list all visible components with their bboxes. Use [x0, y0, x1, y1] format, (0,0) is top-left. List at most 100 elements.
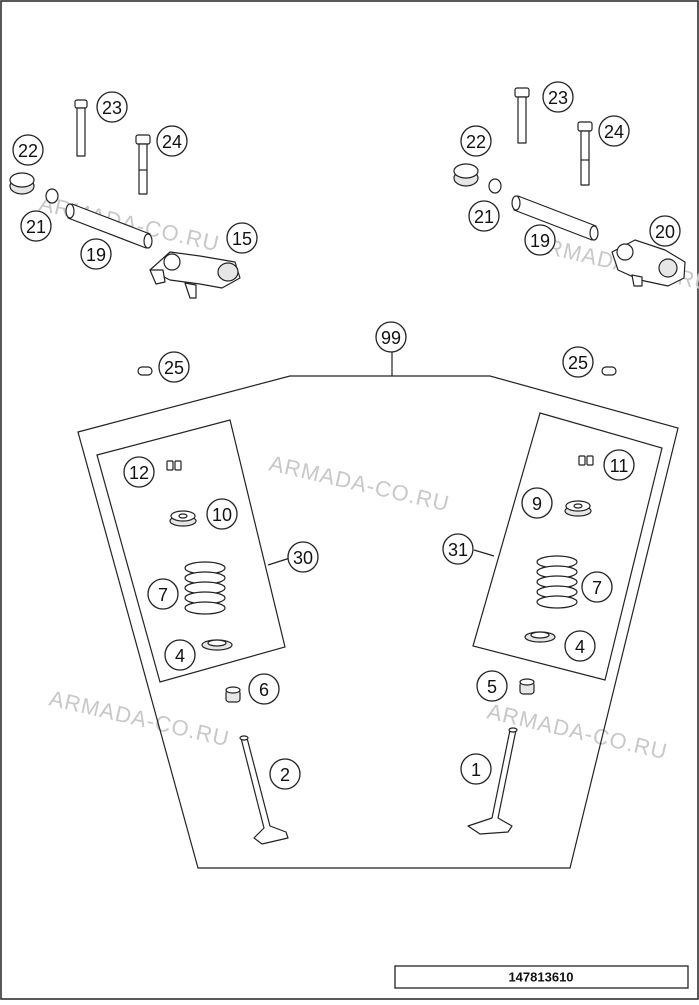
exhaust-valve-2 [239, 735, 289, 845]
callout-23-right: 23 [542, 81, 574, 113]
valve-stem-seal-5 [519, 678, 535, 695]
valve-stem-seal-6 [225, 686, 241, 703]
valve-spring-7-right [536, 555, 578, 609]
bolt-23-right [514, 87, 530, 144]
spring-retainer-10 [169, 510, 197, 527]
callout-31: 31 [442, 533, 474, 565]
callout-23-left: 23 [96, 91, 128, 123]
callout-4-right: 4 [564, 630, 596, 662]
spring-seat-4-right [524, 631, 556, 643]
assembly-31-outline [472, 412, 663, 681]
callout-30: 30 [287, 541, 319, 573]
plug-22-right [453, 163, 479, 187]
bolt-24-left [135, 134, 151, 195]
callout-11: 11 [603, 449, 635, 481]
callout-22-right: 22 [460, 125, 492, 157]
callout-label: 25 [568, 353, 588, 373]
callout-22-left: 22 [12, 134, 44, 166]
callout-24-right: 24 [598, 115, 630, 147]
callout-24-left: 24 [156, 125, 188, 157]
callout-15: 15 [226, 222, 258, 254]
watermark: ARMADA-CO.RU [267, 451, 452, 517]
callout-9: 9 [521, 487, 553, 519]
callout-label: 25 [164, 358, 184, 378]
callout-label: 4 [575, 637, 585, 657]
callout-label: 20 [655, 222, 675, 242]
left-rocker-group [9, 99, 241, 299]
dowel-25-left [137, 366, 153, 376]
callout-label: 7 [158, 585, 168, 605]
right-rocker-group [453, 87, 686, 287]
bolt-24-right [577, 121, 593, 186]
callout-label: 1 [471, 760, 481, 780]
bolt-23-left [74, 99, 88, 157]
callout-21-left: 21 [20, 210, 52, 242]
callout-19-left: 19 [80, 238, 112, 270]
dowel-25-right [601, 366, 617, 376]
callout-label: 6 [259, 680, 269, 700]
callout-label: 99 [381, 328, 401, 348]
rocker-arm-15 [149, 251, 241, 299]
callout-5: 5 [476, 670, 508, 702]
callout-25-right: 25 [562, 346, 594, 378]
callout-19-right: 19 [524, 224, 556, 256]
callout-label: 2 [280, 765, 290, 785]
callouts: 23 24 22 21 19 15 23 24 22 21 19 20 99 2… [12, 81, 681, 790]
callout-label: 31 [448, 540, 468, 560]
callout-label: 12 [129, 463, 149, 483]
callout-7-right: 7 [581, 571, 613, 603]
callout-4-left: 4 [164, 639, 196, 671]
assembly-99-outline [77, 375, 679, 869]
o-ring-21-left [45, 188, 59, 204]
callout-10: 10 [206, 498, 238, 530]
callout-21-right: 21 [468, 200, 500, 232]
callout-label: 4 [175, 646, 185, 666]
callout-label: 21 [26, 217, 46, 237]
callout-20: 20 [649, 215, 681, 247]
o-ring-21-right [488, 178, 502, 194]
spring-retainer-9 [564, 500, 592, 517]
callout-12: 12 [123, 456, 155, 488]
callout-label: 7 [592, 578, 602, 598]
callout-label: 19 [86, 245, 106, 265]
valve-spring-7-left [184, 561, 226, 615]
callout-25-left: 25 [158, 351, 190, 383]
watermark: ARMADA-CO.RU [47, 686, 232, 752]
callout-label: 19 [530, 231, 550, 251]
document-number: 147813610 [508, 970, 573, 985]
callout-label: 22 [18, 141, 38, 161]
callout-label: 9 [532, 494, 542, 514]
rocker-shaft-19-left [65, 203, 153, 249]
rocker-arm-20 [611, 239, 686, 287]
intake-valve-1 [467, 727, 518, 835]
callout-label: 5 [487, 677, 497, 697]
callout-label: 30 [293, 548, 313, 568]
callout-label: 21 [474, 207, 494, 227]
callout-label: 24 [162, 132, 182, 152]
spring-seat-4-left [201, 639, 233, 651]
callout-label: 24 [604, 122, 624, 142]
leader-31 [473, 549, 495, 557]
valve-keepers-11 [578, 455, 594, 466]
callout-1: 1 [460, 753, 492, 785]
callout-label: 23 [548, 88, 568, 108]
rocker-shaft-19-right [511, 195, 599, 241]
document-number-box: 147813610 [394, 965, 689, 989]
callout-label: 11 [610, 456, 629, 476]
callout-99: 99 [375, 321, 407, 353]
callout-label: 10 [212, 505, 232, 525]
watermark: ARMADA-CO.RU [37, 191, 222, 257]
callout-label: 22 [466, 132, 486, 152]
leader-30 [267, 557, 291, 566]
callout-2: 2 [269, 758, 301, 790]
plug-22-left [9, 172, 35, 195]
valve-keepers-12 [166, 460, 182, 471]
callout-label: 15 [232, 229, 252, 249]
callout-label: 23 [102, 98, 122, 118]
callout-7-left: 7 [147, 578, 179, 610]
assembly-30-outline [96, 419, 286, 683]
callout-6: 6 [248, 673, 280, 705]
